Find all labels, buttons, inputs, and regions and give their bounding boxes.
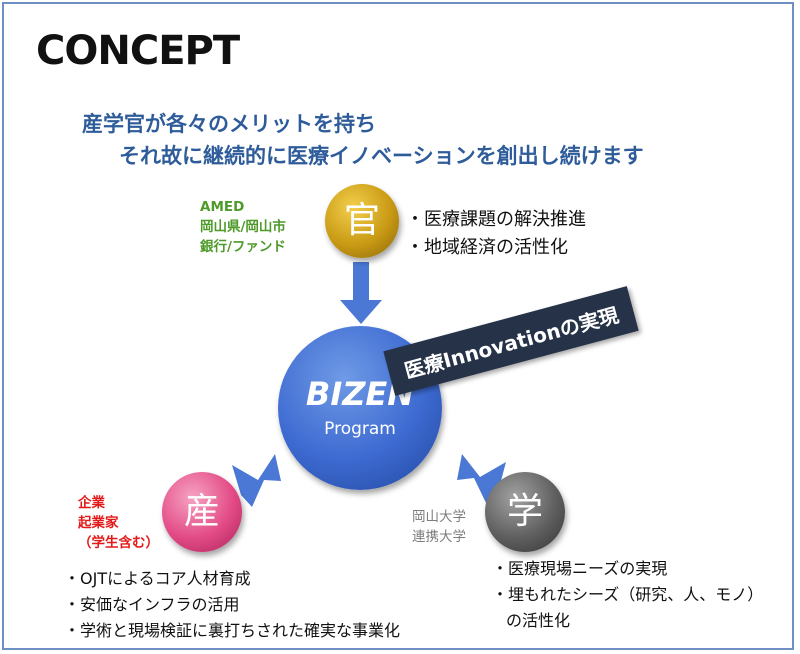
center-sub: Program [324,418,396,439]
government-bullet: ・医療課題の解決推進 [406,209,586,230]
industry-bullets: ・OJTによるコア人材育成 ・安価なインフラの活用 ・学術と現場検証に裏打ちされ… [64,566,400,644]
government-bullet: ・地域経済の活性化 [406,237,568,258]
industry-glyph: 産 [183,491,220,532]
academia-bullet: ・医療現場ニーズの実現 [492,559,668,578]
industry-bullet: ・OJTによるコア人材育成 [64,569,251,588]
industry-labels: 企業 起業家 （学生含む） [78,493,159,553]
academia-bullet-continuation: の活性化 [506,611,571,630]
academia-bullet: ・埋もれたシーズ（研究、人、モノ） [492,585,764,604]
industry-label: （学生含む） [78,535,159,551]
academia-bullets: ・医療現場ニーズの実現 ・埋もれたシーズ（研究、人、モノ） の活性化 [492,556,763,634]
government-label: 岡山県/岡山市 [200,219,286,235]
academia-label: 岡山大学 [412,509,466,525]
government-label: 銀行/ファンド [200,239,286,255]
academia-label: 連携大学 [412,529,466,545]
subtitle-line-1: 産学官が各々のメリットを持ち [82,112,376,136]
subtitle-line-2: それ故に継続的に医療イノベーションを創出し続けます [119,144,644,168]
academia-ball: 学 [485,472,565,552]
government-labels: AMED 岡山県/岡山市 銀行/ファンド [200,197,286,257]
industry-bullet: ・学術と現場検証に裏打ちされた確実な事業化 [64,621,401,640]
arrow-government-to-center [340,262,382,324]
industry-label: 起業家 [78,515,119,531]
page-title: CONCEPT [36,28,240,74]
government-ball: 官 [325,184,399,258]
industry-label: 企業 [78,495,105,511]
arrow-industry-to-center [232,454,281,507]
government-glyph: 官 [343,200,380,241]
academia-labels: 岡山大学 連携大学 [412,507,466,547]
government-label: AMED [200,199,245,215]
government-bullets: ・医療課題の解決推進 ・地域経済の活性化 [406,206,586,262]
industry-bullet: ・安価なインフラの活用 [64,595,240,614]
academia-glyph: 学 [506,491,543,532]
industry-ball: 産 [162,472,242,552]
